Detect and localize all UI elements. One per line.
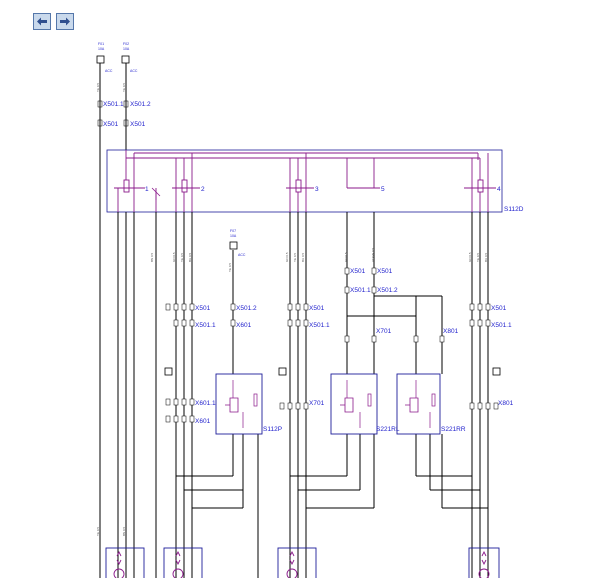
svg-text:YE 0.5: YE 0.5 [122, 83, 126, 92]
svg-text:F02: F02 [123, 42, 129, 46]
unit-s112p [215, 373, 263, 435]
conn-mid-12: X801 [443, 328, 459, 335]
svg-text:VT/GN 0.5: VT/GN 0.5 [371, 247, 375, 262]
conn-mid-11: X701 [376, 328, 392, 335]
conn-mid-1: X501 [195, 305, 211, 312]
unit-s221rr-label: S221RR [441, 426, 466, 433]
unit-s112p-label: S112P [263, 426, 282, 433]
connector-x501-b: X501 [130, 121, 146, 128]
conn-mid-8: X501 [377, 268, 393, 275]
conn-lower-3: X701 [309, 400, 325, 407]
bottom-modules [105, 547, 500, 578]
svg-text:BU 0.5: BU 0.5 [484, 252, 488, 262]
conn-mid-14: X501.1 [491, 322, 512, 329]
power-wires [99, 63, 127, 578]
svg-text:GN 0.5: GN 0.5 [344, 252, 348, 262]
conn-lower-1: X601.1 [195, 400, 216, 407]
svg-text:10A: 10A [230, 234, 237, 238]
svg-text:ACC: ACC [130, 69, 138, 73]
svg-text:10A: 10A [98, 47, 105, 51]
conn-mid-3: X501.2 [236, 305, 257, 312]
svg-text:BN 0.5: BN 0.5 [122, 526, 126, 536]
svg-text:YE 0.5: YE 0.5 [476, 253, 480, 262]
conn-mid-9: X501.1 [350, 287, 371, 294]
svg-text:YE 0.5: YE 0.5 [293, 253, 297, 262]
svg-text:YE 0.5: YE 0.5 [96, 83, 100, 92]
conn-mid-10: X501.2 [377, 287, 398, 294]
svg-text:BN 0.5: BN 0.5 [150, 252, 154, 262]
wire-color-labels: YE 0.5 YE 0.5 YE 0.5 BN 0.5 BN 0.5 GN 0.… [96, 83, 488, 536]
connector-x501-a: X501 [103, 121, 119, 128]
svg-text:GN 0.5: GN 0.5 [172, 252, 176, 262]
switch-bus [114, 150, 496, 212]
svg-text:10A: 10A [123, 47, 130, 51]
svg-text:GN 0.5: GN 0.5 [285, 252, 289, 262]
conn-lower-2: X601 [195, 418, 211, 425]
switch-number-3: 3 [315, 186, 319, 193]
module-s112d-label: S112D [504, 206, 524, 213]
conn-mid-2: X501.1 [195, 322, 216, 329]
module-s112d [106, 149, 503, 213]
motor-symbols [113, 550, 490, 578]
conn-mid-6: X501.1 [309, 322, 330, 329]
switch-number-1: 1 [145, 186, 149, 193]
conn-lower-4: X801 [498, 400, 514, 407]
switch-number-2: 2 [201, 186, 205, 193]
switch-number-4: 4 [497, 186, 501, 193]
back-button[interactable] [33, 13, 51, 30]
switch-number-5: 5 [381, 186, 385, 193]
signal-wires [117, 212, 489, 578]
conn-mid-13: X501 [491, 305, 507, 312]
connector-x501-2: X501.2 [130, 101, 151, 108]
svg-text:BU 0.5: BU 0.5 [301, 252, 305, 262]
svg-text:GN 0.5: GN 0.5 [468, 252, 472, 262]
svg-text:YE 0.5: YE 0.5 [228, 263, 232, 272]
arrow-left-icon [37, 17, 47, 26]
unit-s221rr [396, 373, 441, 435]
svg-text:YE 0.5: YE 0.5 [96, 527, 100, 536]
connector-pins-mid [165, 267, 491, 343]
svg-text:ACC: ACC [105, 69, 113, 73]
connector-pins-lower [165, 398, 499, 423]
arrow-right-icon [60, 17, 70, 26]
top-fuses: F01 10A ACC F02 10A ACC [96, 42, 138, 73]
conn-mid-5: X501 [309, 305, 325, 312]
svg-text:F01: F01 [98, 42, 104, 46]
conn-mid-7: X501 [350, 268, 366, 275]
unit-s221rl-label: S221RL [376, 426, 400, 433]
fuse-f07-label: F07 [230, 229, 236, 233]
forward-button[interactable] [56, 13, 74, 30]
svg-text:YE 0.5: YE 0.5 [180, 253, 184, 262]
conn-mid-4: X601 [236, 322, 252, 329]
svg-text:BU 0.5: BU 0.5 [188, 252, 192, 262]
unit-s221rl [330, 373, 378, 435]
svg-text:ACC: ACC [238, 253, 246, 257]
connector-x501-1: X501.1 [103, 101, 124, 108]
